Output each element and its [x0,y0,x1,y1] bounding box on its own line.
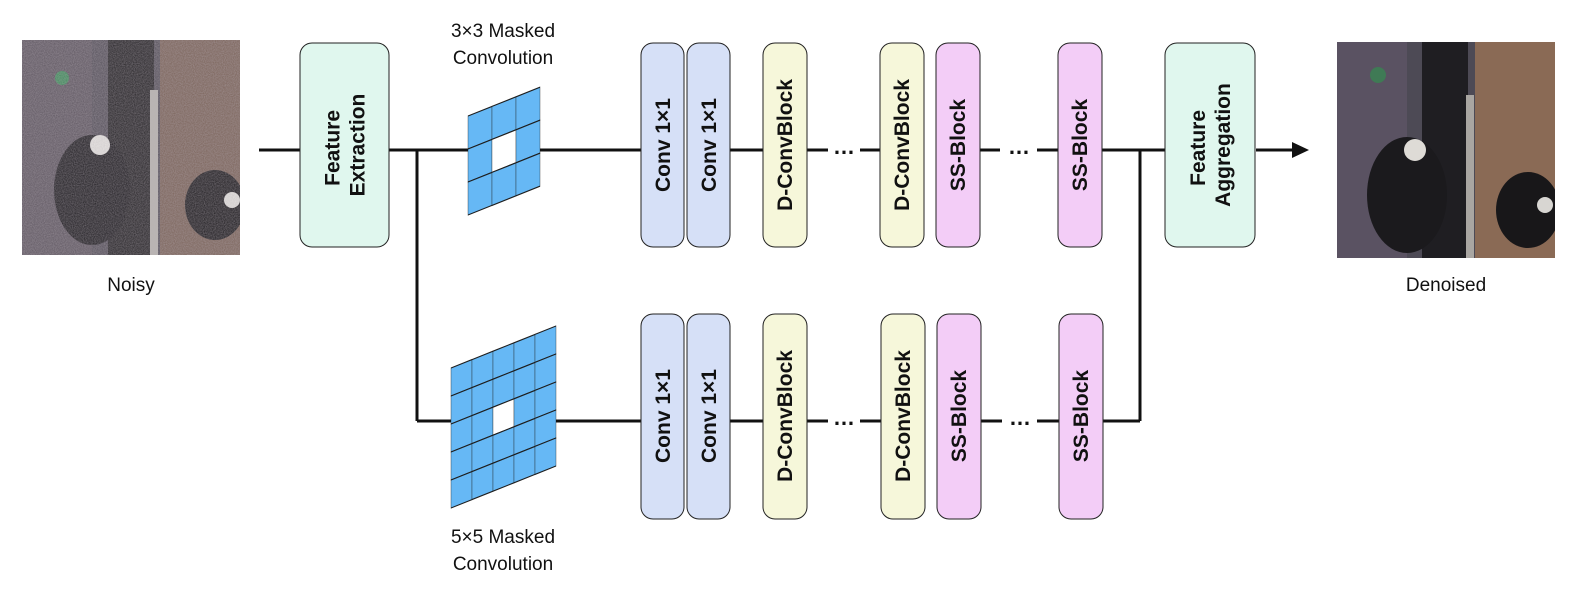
d-convblock: D-ConvBlock [880,313,926,520]
conv1x1-label: Conv 1×1 [652,98,675,192]
ss-block: SS-Block [936,313,982,520]
conv1x1-label: Conv 1×1 [698,98,721,192]
d-convblock: D-ConvBlock [762,42,808,248]
arrow-right-icon [1292,142,1309,158]
masked-conv-5x5-label-line2: Convolution [453,554,553,575]
ellipsis: … [1009,405,1031,430]
ss-block: SS-Block [1058,313,1104,520]
noisy-image [22,40,240,255]
noisy-caption: Noisy [107,275,155,296]
masked-conv-3x3-grid [467,86,541,216]
ss-block-label: SS-Block [1069,99,1092,192]
feature-extraction-block: Feature Extraction [299,42,390,248]
d-convblock: D-ConvBlock [762,313,808,520]
conv1x1-block: Conv 1×1 [686,42,731,248]
ss-block-label: SS-Block [1070,370,1093,463]
masked-conv-3x3-label-line2: Convolution [453,48,553,69]
masked-conv-5x5-grid [450,325,557,509]
ellipsis: … [833,405,855,430]
feature-extraction-label-2: Extraction [347,94,370,197]
feature-aggregation-block: Feature Aggregation [1164,42,1256,248]
d-convblock: D-ConvBlock [879,42,925,248]
masked-conv-3x3-label-line1: 3×3 Masked [451,21,555,42]
conv1x1-block: Conv 1×1 [640,313,685,520]
svg-text:Feature Aggregation: Feature Aggregation [1187,83,1235,207]
conv1x1-label: Conv 1×1 [698,369,721,463]
d-convblock-label: D-ConvBlock [891,79,914,211]
ss-block-label: SS-Block [947,99,970,192]
ss-block-label: SS-Block [948,370,971,463]
ellipsis: … [833,134,855,159]
conv1x1-block: Conv 1×1 [640,42,685,248]
masked-conv-5x5-label-line1: 5×5 Masked [451,527,555,548]
kernel-cell [534,437,557,476]
d-convblock-label: D-ConvBlock [774,350,797,482]
denoised-caption: Denoised [1406,275,1486,296]
svg-text:Feature Extraction: Feature Extraction [322,94,370,197]
ss-block: SS-Block [935,42,981,248]
denoised-image [1337,42,1555,258]
feature-aggregation-label-2: Aggregation [1212,83,1235,207]
conv1x1-block: Conv 1×1 [686,313,731,520]
conv1x1-label: Conv 1×1 [652,369,675,463]
d-convblock-label: D-ConvBlock [892,350,915,482]
bottom-branch: Conv 1×1 Conv 1×1 D-ConvBlock … D-ConvBl… [640,313,1104,520]
feature-aggregation-label-1: Feature [1187,110,1210,186]
feature-extraction-label-1: Feature [322,110,345,186]
d-convblock-label: D-ConvBlock [774,79,797,211]
top-branch: Conv 1×1 Conv 1×1 D-ConvBlock … D-ConvBl… [640,42,1103,248]
ss-block: SS-Block [1057,42,1103,248]
ellipsis: … [1008,134,1030,159]
